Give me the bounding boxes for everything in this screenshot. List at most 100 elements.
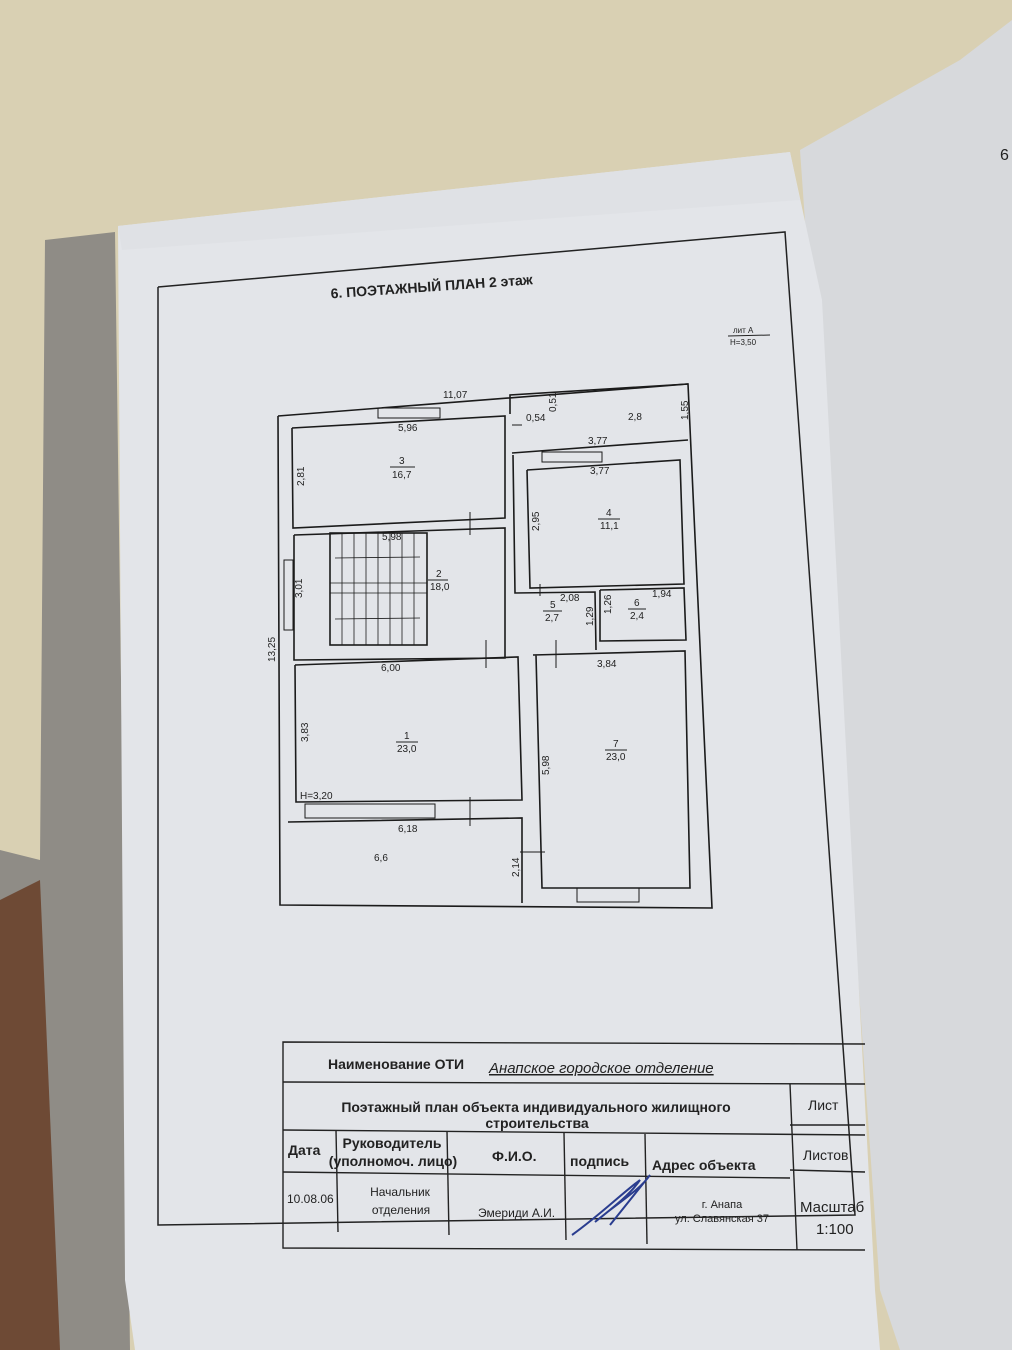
dim-room4-depth: 2,95 <box>531 511 542 531</box>
floor-plan <box>277 383 713 909</box>
col-head-line1: Руководитель <box>343 1135 442 1151</box>
title-block <box>282 1041 866 1251</box>
doors <box>469 424 557 853</box>
floor-height-note: Н=3,20 <box>300 791 333 802</box>
room-4-label: 411,1 <box>598 508 620 532</box>
svg-text:5: 5 <box>550 600 556 611</box>
svg-text:23,0: 23,0 <box>606 752 626 763</box>
value-position-line1: Начальник <box>370 1185 431 1199</box>
dim-room6-depth: 1,26 <box>603 594 614 614</box>
liter-height: Н=3,50 <box>730 338 757 347</box>
outer-wall <box>277 383 713 909</box>
dim-passage-width: 0,54 <box>526 413 546 424</box>
svg-text:11,1: 11,1 <box>600 521 619 532</box>
svg-text:2,4: 2,4 <box>630 611 644 622</box>
oti-label: Наименование ОТИ <box>328 1056 464 1072</box>
dim-room5-depth: 1,29 <box>585 606 596 626</box>
col-address: Адрес объекта <box>652 1157 756 1173</box>
dim-room2-width: 5,98 <box>382 532 402 543</box>
col-date: Дата <box>288 1142 321 1158</box>
dim-balcony-bottom-width: 6,18 <box>398 824 418 835</box>
svg-text:7: 7 <box>613 739 619 750</box>
col-name: Ф.И.О. <box>492 1148 537 1164</box>
value-name: Эмериди А.И. <box>478 1206 555 1220</box>
plan-title-line1: Поэтажный план объекта индивидуального ж… <box>341 1099 730 1115</box>
dim-balcony-top-depth: 1,55 <box>680 400 691 420</box>
col-divider <box>446 1130 450 1236</box>
balcony-bottom-walls <box>287 817 523 903</box>
stair-steps <box>330 533 427 645</box>
dim-overall-width: 11,07 <box>443 390 468 401</box>
svg-text:4: 4 <box>606 508 612 519</box>
col-divider <box>563 1132 567 1241</box>
value-address-line1: г. Анапа <box>702 1199 743 1211</box>
svg-text:6: 6 <box>634 598 640 609</box>
dim-room6-width: 1,94 <box>652 589 672 600</box>
svg-text:1: 1 <box>404 731 410 742</box>
row-divider <box>282 1081 866 1085</box>
scale-label: Масштаб <box>800 1199 864 1216</box>
room-6-label: 62,4 <box>628 598 646 622</box>
dim-room3-depth: 2,81 <box>296 466 307 486</box>
dim-room4-width: 3,77 <box>590 466 610 477</box>
room-7-walls <box>532 650 691 889</box>
dim-room7-depth: 5,98 <box>541 755 552 775</box>
room-6-walls <box>599 587 687 642</box>
sheets-label: Листов <box>803 1147 849 1163</box>
dimension-labels: 11,07 13,25 5,96 2,81 0,54 0,51 1,55 3,7… <box>267 390 691 877</box>
value-position-line2: отделения <box>372 1203 430 1217</box>
svg-text:16,7: 16,7 <box>392 470 412 481</box>
value-address-line2: ул. Славянская 37 <box>675 1213 769 1225</box>
next-page-number: 6 <box>1000 147 1009 164</box>
col-divider <box>335 1129 339 1233</box>
next-page <box>800 20 1012 1350</box>
row-divider <box>282 1171 791 1179</box>
svg-text:18,0: 18,0 <box>430 582 450 593</box>
svg-text:23,0: 23,0 <box>397 744 417 755</box>
balcony-bottom-area: 6,6 <box>374 853 388 864</box>
svg-text:2: 2 <box>436 569 442 580</box>
title-block-text: Наименование ОТИ Анапское городское отде… <box>287 1056 864 1238</box>
room-1-walls <box>294 656 523 803</box>
floor <box>0 880 60 1350</box>
dim-room4-outer: 3,77 <box>588 436 608 447</box>
dim-passage-depth: 0,51 <box>548 392 559 412</box>
liter-divider <box>727 334 771 337</box>
room-labels: 316,7 411,1 218,0 52,7 62,4 123,0 723,0 … <box>300 412 646 864</box>
svg-text:2,7: 2,7 <box>545 613 559 624</box>
row-divider <box>789 1169 866 1173</box>
dim-room7-width: 3,84 <box>597 659 617 670</box>
room-2-label: 218,0 <box>428 569 450 593</box>
row-divider <box>282 1129 866 1136</box>
balcony-top-inner <box>511 439 689 454</box>
oti-value: Анапское городское отделение <box>488 1060 714 1077</box>
col-divider <box>644 1133 648 1245</box>
room-3-walls <box>291 415 506 529</box>
col-divider <box>789 1083 798 1251</box>
dim-room5-width: 2,08 <box>560 593 580 604</box>
title-block-border <box>282 1041 866 1251</box>
dim-room1-depth: 3,83 <box>300 722 311 742</box>
liter-label: лит А <box>733 326 754 335</box>
plan-title-line2: строительства <box>485 1115 589 1131</box>
room-4-walls <box>526 459 685 589</box>
room-5-walls <box>512 454 597 651</box>
windows <box>283 407 640 903</box>
col-head-line2: (уполномоч. лицо) <box>329 1153 457 1169</box>
dim-corridor-depth: 2,14 <box>511 857 522 877</box>
value-date: 10.08.06 <box>287 1192 334 1206</box>
balcony-top-walls <box>509 383 689 414</box>
dim-room1-width: 6,00 <box>381 663 401 674</box>
room-3-label: 316,7 <box>390 456 415 481</box>
col-signature: подпись <box>570 1153 630 1169</box>
dim-room2-depth: 3,01 <box>294 578 305 598</box>
svg-text:3: 3 <box>399 456 405 467</box>
paper-shade <box>118 152 800 250</box>
room-7-label: 723,0 <box>605 739 627 763</box>
room-5-label: 52,7 <box>543 600 562 624</box>
room-1-label: 123,0 <box>396 731 418 755</box>
dim-room3-width: 5,96 <box>398 423 418 434</box>
scale-value: 1:100 <box>816 1221 854 1238</box>
staircase <box>329 532 428 646</box>
